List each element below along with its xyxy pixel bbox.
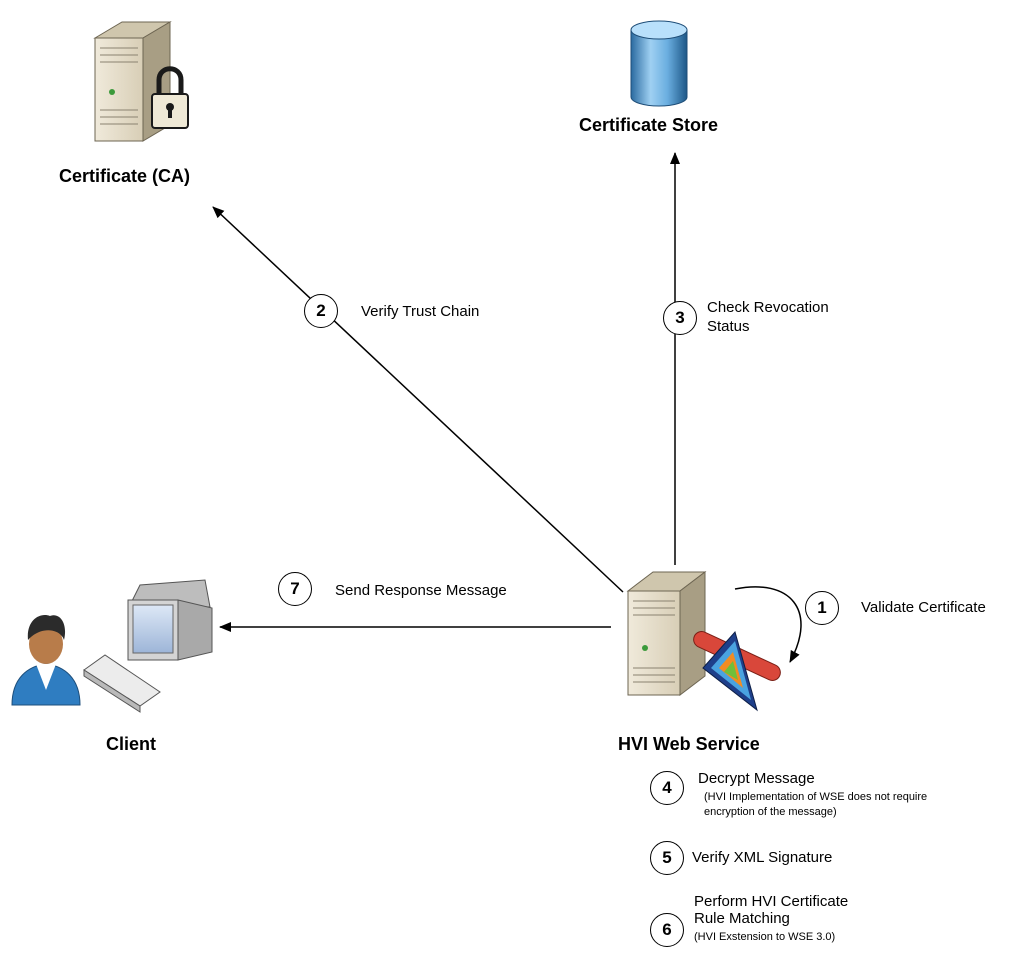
step-7-badge: 7 — [278, 572, 312, 606]
step-1-label: Validate Certificate — [861, 599, 986, 616]
step-6-label-line-1: Perform HVI Certificate — [694, 893, 849, 910]
step-7-label: Send Response Message — [335, 582, 507, 599]
step-2-label: Verify Trust Chain — [361, 303, 480, 320]
step-6-note: (HVI Exstension to WSE 3.0) — [694, 931, 836, 943]
step-4-note-line-1: (HVI Implementation of WSE does not requ… — [704, 791, 928, 803]
step-6-badge: 6 — [650, 913, 684, 947]
step-5-label: Verify XML Signature — [692, 849, 833, 866]
step-2-badge: 2 — [304, 294, 338, 328]
step-6-label-line-2: Rule Matching — [694, 910, 790, 927]
arrow-validate-certificate — [734, 586, 802, 663]
step-1-badge: 1 — [805, 591, 839, 625]
step-3-badge: 3 — [663, 301, 697, 335]
step-5-badge: 5 — [650, 841, 684, 875]
locked-server-icon — [93, 21, 189, 142]
step-3-label-line-2: Status — [707, 318, 750, 335]
arrow-verify-trust-chain — [212, 206, 624, 593]
step-4-badge: 4 — [650, 771, 684, 805]
certificate-authority-label: Certificate (CA) — [59, 166, 191, 186]
web-service-server-icon — [626, 570, 781, 712]
step-4-note: (HVI Implementation of WSE does not requ… — [704, 790, 927, 820]
hvi-web-service-label: HVI Web Service — [618, 734, 760, 754]
step-6-label: Perform HVI Certificate Rule Matching — [694, 893, 848, 927]
step-3-label: Check Revocation Status — [707, 298, 829, 336]
user-workstation-icon — [11, 579, 213, 713]
step-3-label-line-1: Check Revocation — [707, 299, 829, 316]
client-label: Client — [106, 734, 157, 754]
database-icon — [630, 20, 688, 107]
step-4-label: Decrypt Message — [698, 770, 815, 787]
certificate-store-label: Certificate Store — [579, 115, 719, 135]
step-4-note-line-2: encryption of the message) — [704, 806, 837, 818]
